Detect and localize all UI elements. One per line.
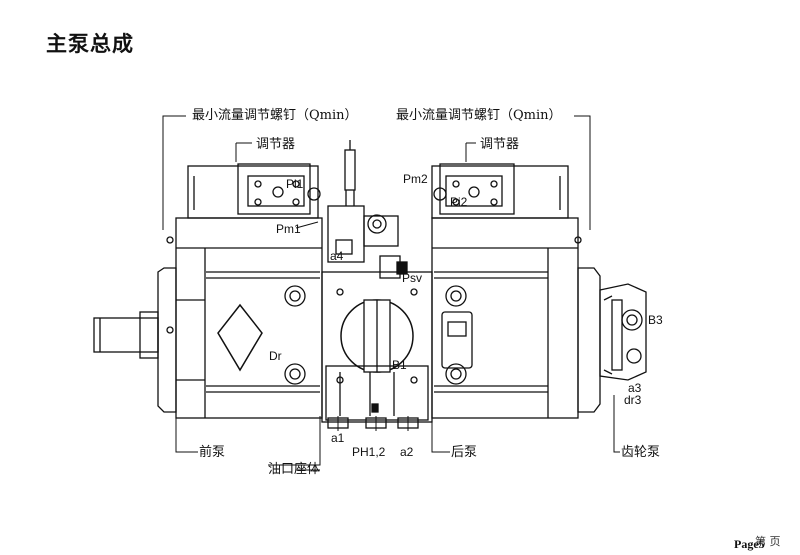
front-pump-label: 前泵 — [199, 445, 226, 460]
port-b1-label: B1 — [392, 358, 407, 372]
page-title: 主泵总成 — [46, 31, 134, 56]
port-pi1-label: Pi1 — [286, 177, 304, 191]
center-port-block — [321, 271, 433, 429]
right-regulator — [431, 163, 569, 219]
rear-pump-label: 后泵 — [451, 445, 478, 460]
qmin-label-left: 最小流量调节螺钉（Qmin） — [192, 108, 358, 123]
port-b3-label: B3 — [648, 313, 663, 327]
footer-page-cn: 第 页 — [755, 535, 781, 548]
top-center-valve — [327, 140, 408, 279]
port-pm1-label: Pm1 — [276, 222, 301, 236]
gear-pump-label: 齿轮泵 — [621, 445, 661, 460]
regulator-label-right: 调节器 — [480, 137, 520, 152]
rear-pump-body — [431, 217, 582, 419]
gear-pump — [577, 267, 647, 413]
port-ph12-label: PH1,2 — [352, 445, 386, 459]
front-pump-body — [157, 217, 323, 419]
regulator-label-left: 调节器 — [256, 137, 296, 152]
left-regulator — [187, 163, 321, 219]
port-psv-label: Psv — [402, 271, 423, 285]
port-pm2-label: Pm2 — [403, 172, 428, 186]
port-a1-label: a1 — [331, 431, 345, 445]
port-block-label: 油口座体 — [268, 462, 321, 477]
leader-lines — [162, 115, 620, 471]
port-a4-label: a4 — [330, 249, 344, 263]
port-pi2-label: Pi2 — [450, 195, 468, 209]
qmin-label-right: 最小流量调节螺钉（Qmin） — [396, 108, 562, 123]
port-a3-label: a3 — [628, 381, 642, 395]
port-dr3-label: dr3 — [624, 393, 642, 407]
footer-page-number: Page5 — [734, 537, 765, 551]
port-a2-label: a2 — [400, 445, 414, 459]
port-dr-label: Dr — [269, 349, 282, 363]
input-shaft — [93, 311, 159, 359]
